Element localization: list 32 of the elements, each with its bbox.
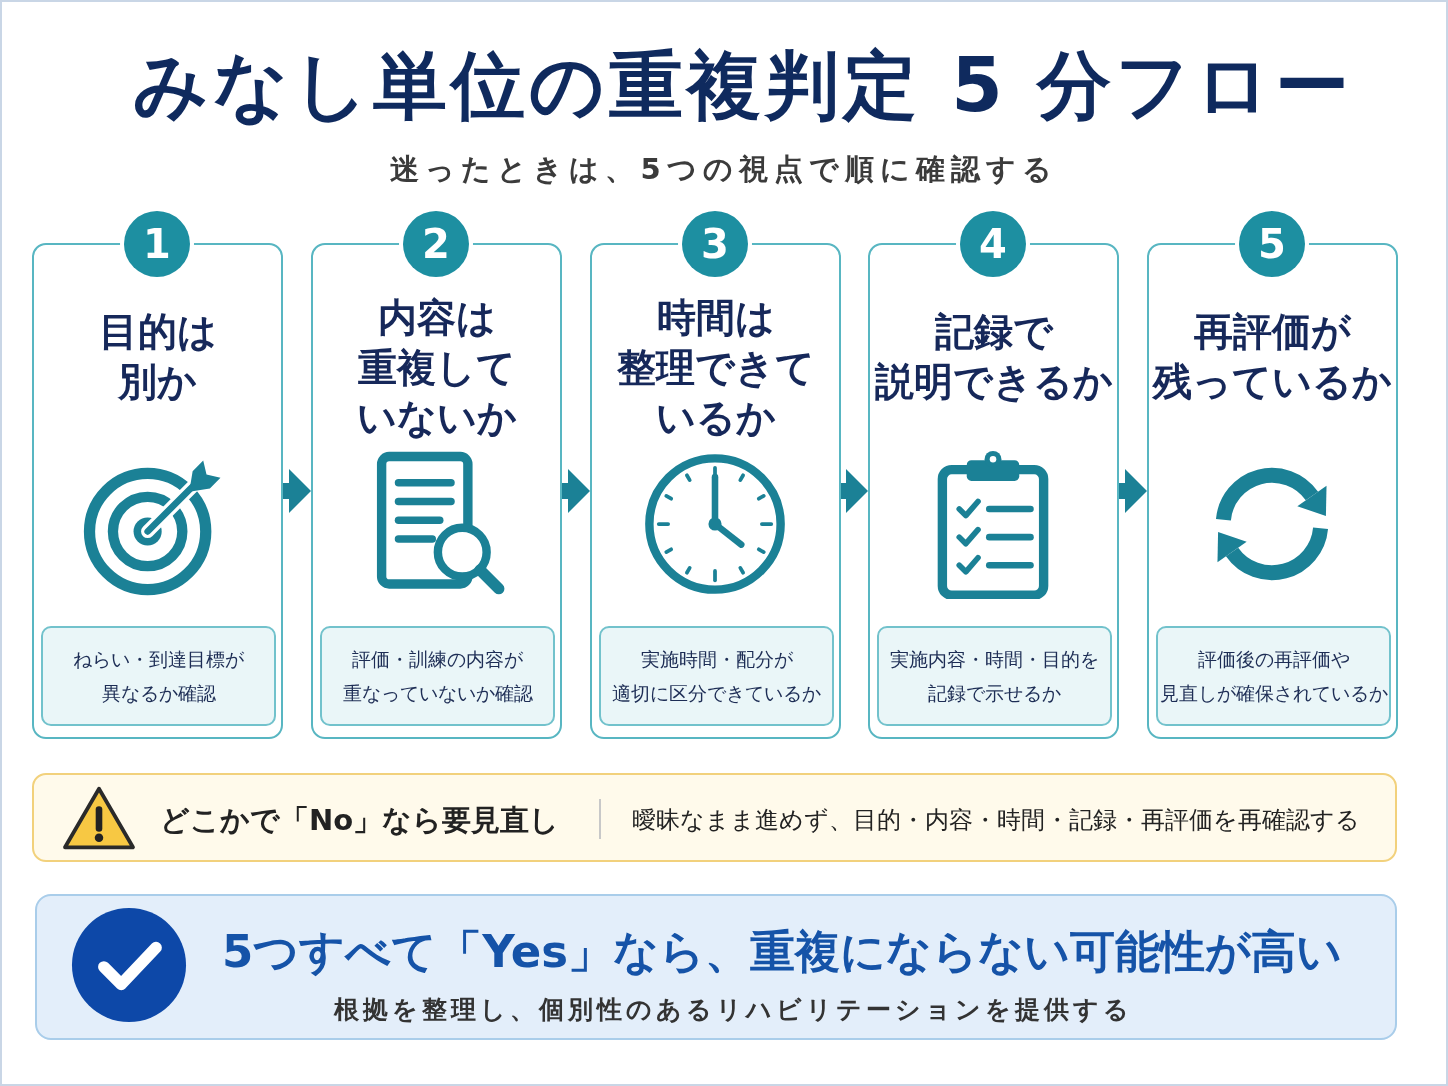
note-text: 評価・訓練の内容が重なっていないか確認 — [342, 647, 533, 706]
step-number: 2 — [422, 222, 450, 266]
step-number: 4 — [979, 222, 1007, 266]
note-text: ねらい・到達目標が異なるか確認 — [73, 647, 244, 706]
step-heading: 内容は重複していないか — [356, 294, 517, 442]
note-panel — [1156, 626, 1391, 726]
note-panel — [599, 626, 834, 726]
step-heading: 再評価が残っているか — [1153, 308, 1392, 406]
subtitle: 迷ったときは、5つの視点で順に確認する — [390, 151, 1058, 188]
note-text: 実施内容・時間・目的を記録で示せるか — [890, 647, 1099, 706]
note-text: 実施時間・配分が適切に区分できているか — [612, 647, 821, 706]
step-heading: 記録で説明できるか — [874, 308, 1113, 406]
result-message: 根拠を整理し、個別性のあるリハビリテーションを提供する — [334, 994, 1133, 1026]
note-panel — [320, 626, 555, 726]
step-number: 3 — [701, 222, 729, 266]
step-heading: 時間は整理できているか — [616, 294, 815, 442]
flow-arrow — [562, 469, 590, 513]
step-number: 5 — [1258, 222, 1286, 266]
warning-banner — [32, 773, 1397, 862]
note-text: 評価後の再評価や見直しが確保されているか — [1159, 647, 1388, 706]
step-number: 1 — [143, 222, 171, 266]
flow-arrow — [283, 469, 311, 513]
flow-arrow — [1119, 469, 1147, 513]
step-heading: 目的は別か — [98, 308, 217, 406]
result-heading: 5つすべて「Yes」なら、重複にならない可能性が高い — [222, 924, 1343, 980]
note-panel — [877, 626, 1112, 726]
result-panel — [35, 894, 1397, 1040]
note-panel — [41, 626, 276, 726]
warning-heading: どこかで「No」なら要見直し — [160, 802, 560, 839]
warning-message: 曖昧なまま進めず、目的・内容・時間・記録・再評価を再確認する — [632, 805, 1360, 836]
title: みなし単位の重複判定 5 分フロー — [133, 41, 1353, 130]
flow-arrow — [841, 469, 868, 513]
